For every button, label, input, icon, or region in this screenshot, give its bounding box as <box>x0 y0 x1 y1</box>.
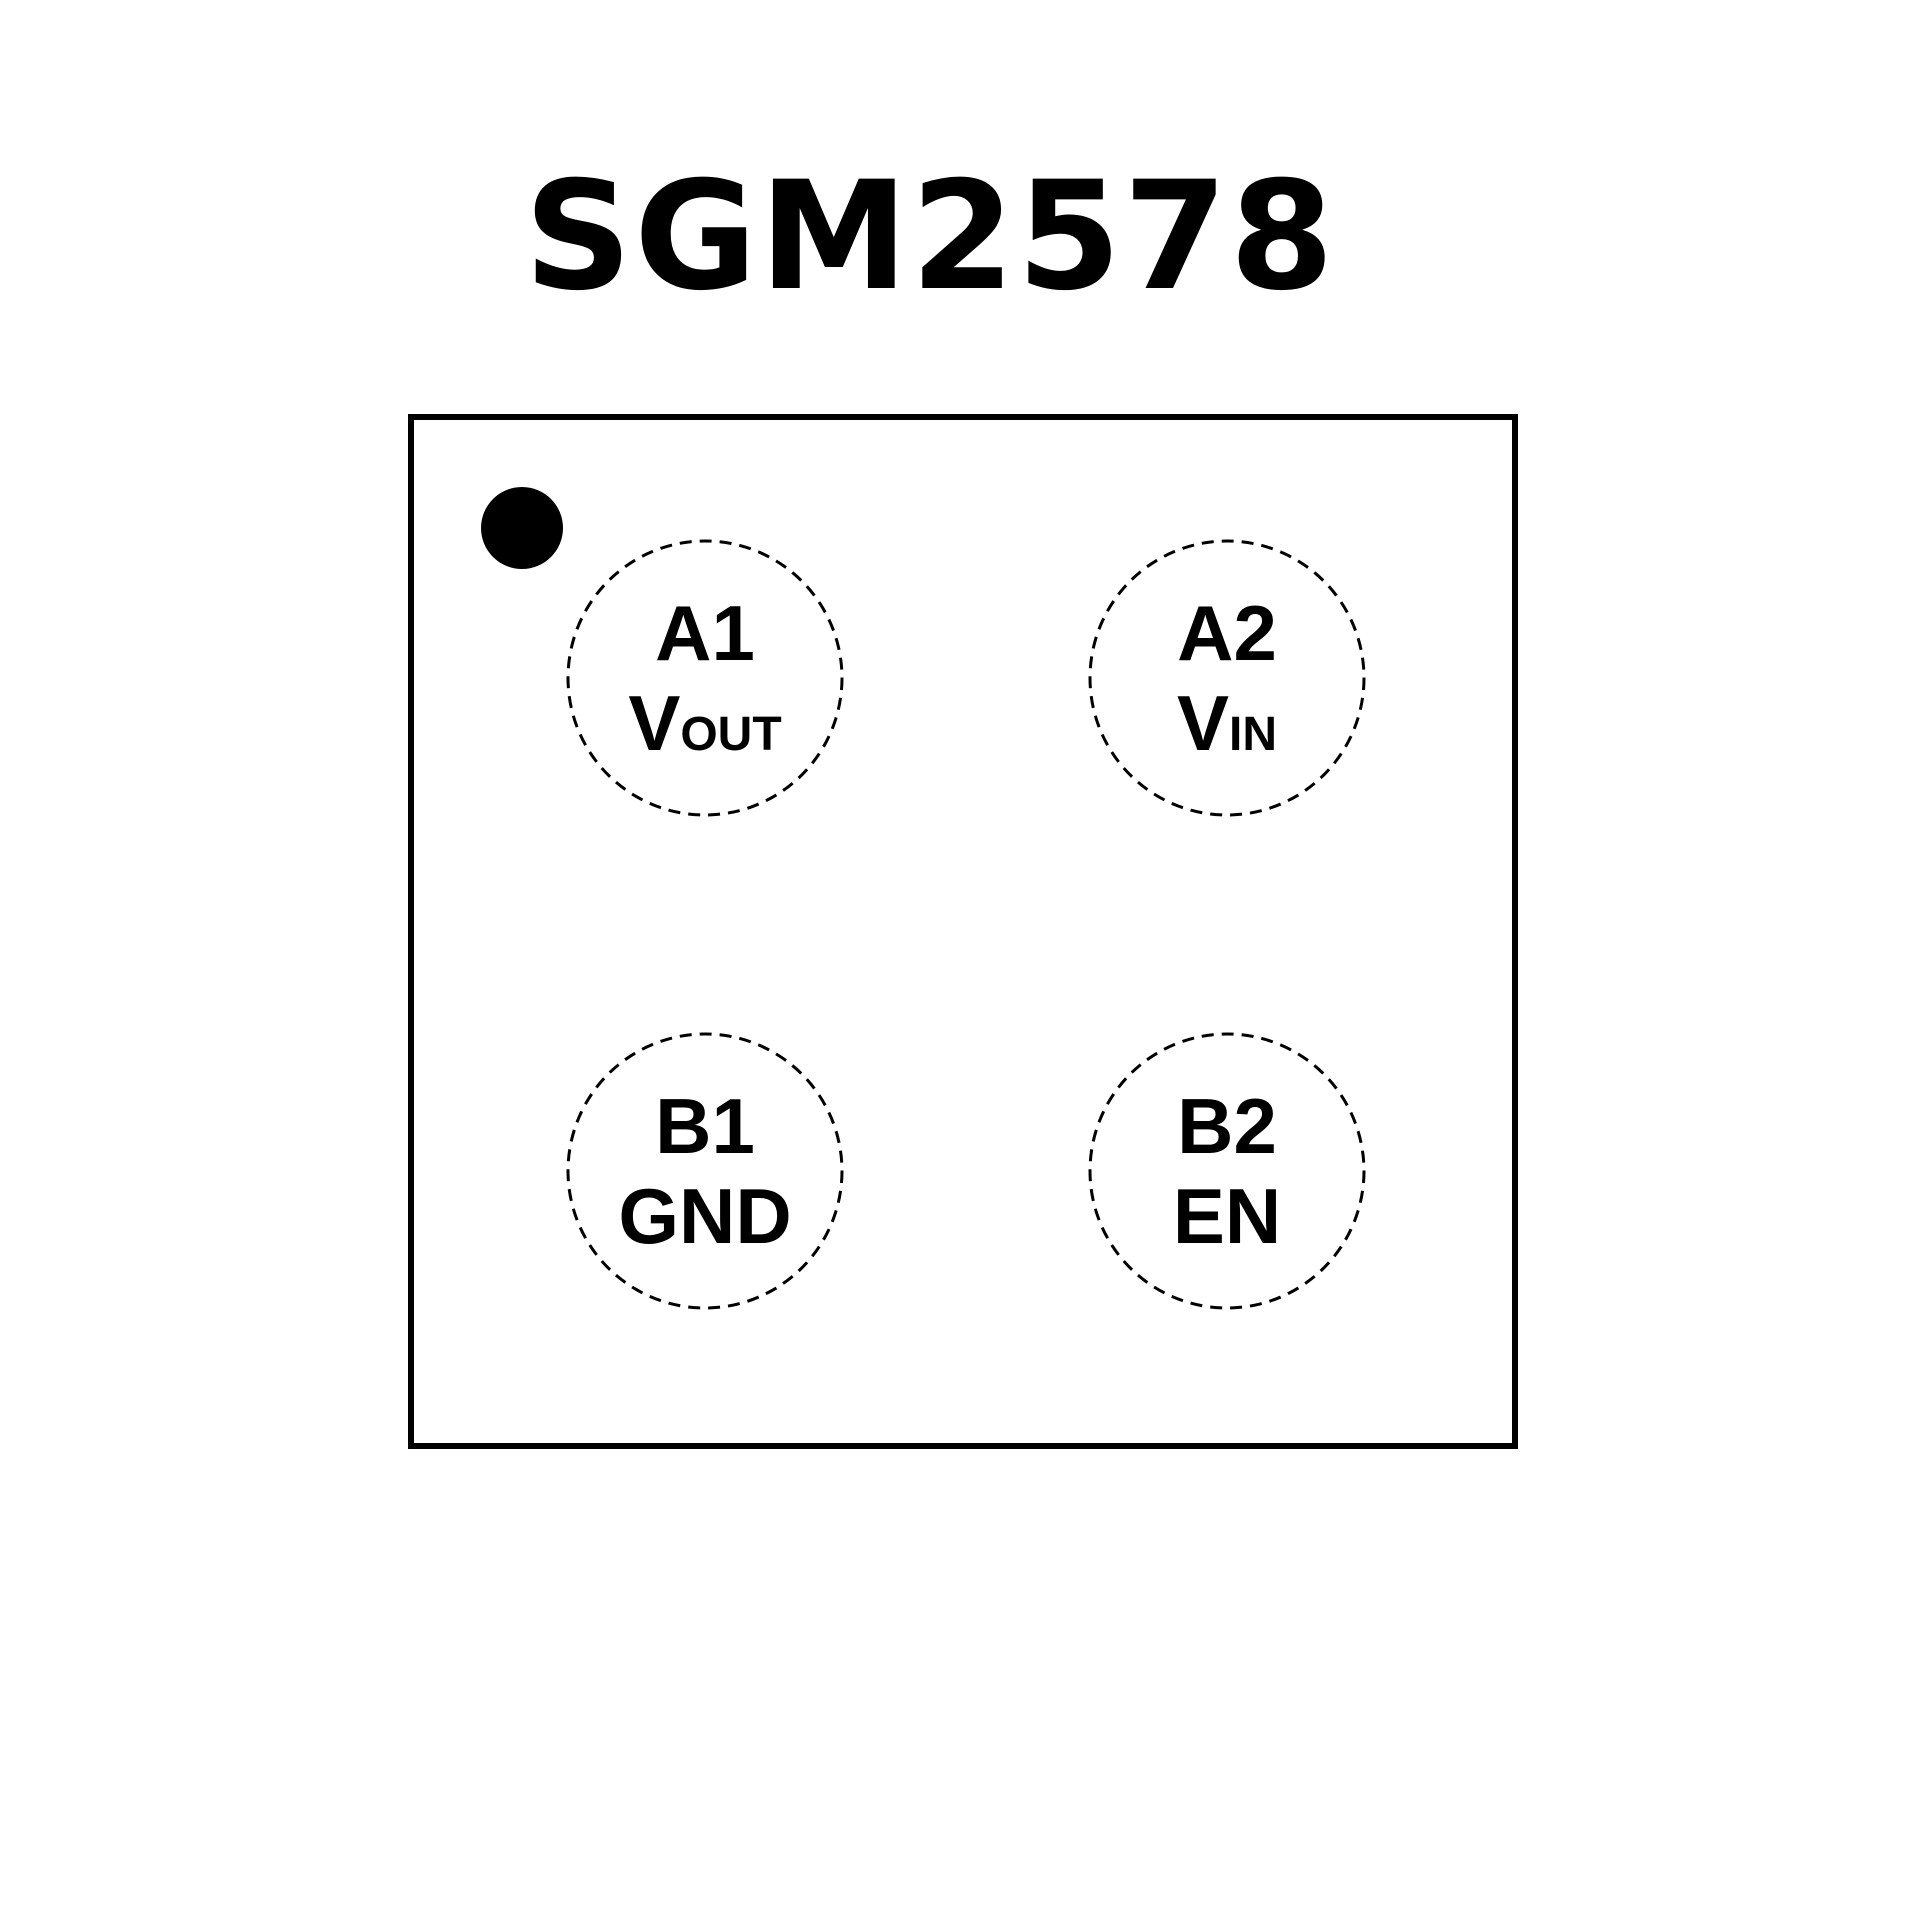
pin-b2-outline <box>1088 1032 1366 1310</box>
pin-name-subscript: OUT <box>680 708 782 761</box>
pin-id: A1 <box>655 589 755 677</box>
pin-a1: A1 VOUT <box>568 588 842 780</box>
pin-name: V <box>1176 679 1230 767</box>
pin-a1-outline <box>566 539 844 817</box>
pin-b1-outline <box>566 1032 844 1310</box>
pin-name: V <box>628 679 681 767</box>
pin1-indicator-dot <box>481 487 563 569</box>
pin-b2: B2 EN <box>1090 1081 1364 1261</box>
part-number-title: SGM2578 <box>524 150 1336 324</box>
pin-name: GND <box>618 1172 792 1260</box>
pin-id: B2 <box>1177 1082 1277 1170</box>
pin-name: EN <box>1172 1172 1282 1260</box>
pin-name-subscript: IN <box>1229 708 1278 761</box>
pin-a2: A2 VIN <box>1090 588 1364 780</box>
pin-b1: B1 GND <box>568 1081 842 1261</box>
pin-id: A2 <box>1177 589 1277 677</box>
package-body <box>408 414 1518 1449</box>
pin-a2-outline <box>1088 539 1366 817</box>
pin-id: B1 <box>655 1082 755 1170</box>
